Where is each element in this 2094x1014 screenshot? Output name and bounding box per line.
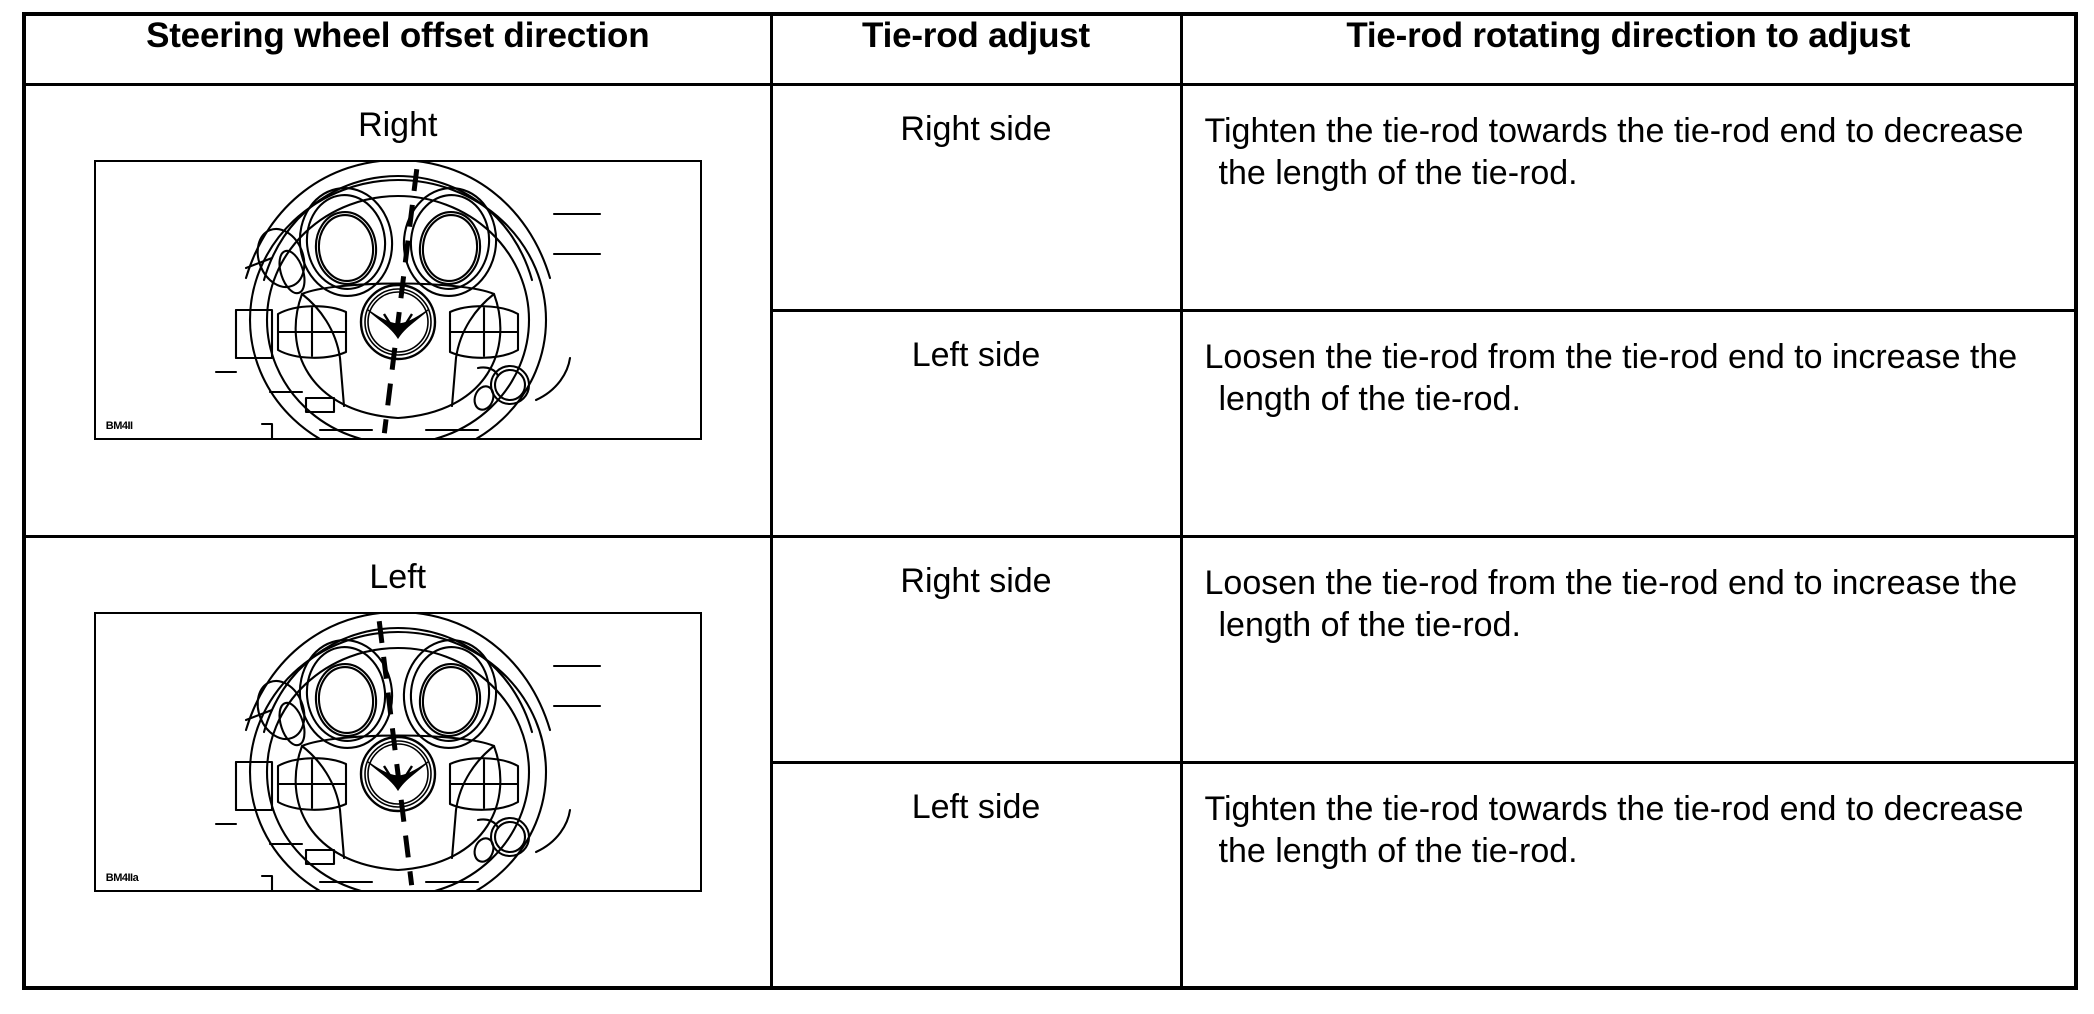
column-header-tie-rod-rotating-direction: Tie-rod rotating direction to adjust <box>1179 12 2078 86</box>
table-header-row: Steering wheel offset direction Tie-rod … <box>22 12 2078 86</box>
instruction-text: Loosen the tie-rod from the tie-rod end … <box>1204 337 2018 419</box>
table-body: Right <box>22 82 2078 990</box>
cell-tie-rod-adjust-left-group-left-side: Left side <box>769 760 1183 990</box>
mazda-emblem-icon <box>359 735 436 812</box>
tie-rod-adjust-label: Left side <box>911 787 1041 826</box>
table-row: Right <box>22 82 2078 538</box>
tie-rod-adjust-label: Left side <box>911 335 1041 374</box>
cell-instruction-right-group-left-side: Loosen the tie-rod from the tie-rod end … <box>1179 308 2078 538</box>
illustration-code-label: BM4IIa <box>105 871 139 884</box>
instruction-text: Tighten the tie-rod towards the tie-rod … <box>1204 111 2024 193</box>
table-row: Left <box>22 534 2078 990</box>
steering-wheel-illustration-left: BM4IIa <box>93 611 702 892</box>
table-row: Left side Loosen the tie-rod from the ti… <box>24 308 2078 538</box>
cell-direction-left: Left <box>22 534 773 990</box>
cell-tie-rod-adjust-left-group-right-side: Right side <box>769 534 1183 764</box>
direction-label-right: Right <box>358 105 438 144</box>
centerline-dashed-right <box>381 168 419 433</box>
column-header-steering-wheel-offset-direction: Steering wheel offset direction <box>22 12 773 86</box>
cell-tie-rod-adjust-right-group-left-side: Left side <box>769 308 1183 538</box>
centerline-dashed-left <box>376 620 414 885</box>
illustration-code-label: BM4II <box>105 419 133 432</box>
instruction-text: Loosen the tie-rod from the tie-rod end … <box>1204 563 2018 645</box>
instruction-text: Tighten the tie-rod towards the tie-rod … <box>1204 789 2024 871</box>
column-header-tie-rod-adjust: Tie-rod adjust <box>769 12 1183 86</box>
table-row: Left side Tighten the tie-rod towards th… <box>24 760 2078 990</box>
direction-label-left: Left <box>369 557 427 596</box>
tie-rod-adjustment-table: Steering wheel offset direction Tie-rod … <box>22 12 2078 990</box>
cell-direction-right: Right <box>22 82 773 538</box>
steering-wheel-drawing-left <box>214 613 601 890</box>
cell-tie-rod-adjust-right-group-right-side: Right side <box>769 82 1183 312</box>
tie-rod-adjust-label: Right side <box>900 109 1052 148</box>
tie-rod-adjust-label: Right side <box>900 561 1052 600</box>
steering-wheel-illustration-right: BM4II <box>93 159 702 440</box>
steering-wheel-drawing-right <box>214 161 601 438</box>
cell-instruction-left-group-right-side: Loosen the tie-rod from the tie-rod end … <box>1179 534 2078 764</box>
table-head: Steering wheel offset direction Tie-rod … <box>22 12 2078 86</box>
cell-instruction-right-group-right-side: Tighten the tie-rod towards the tie-rod … <box>1179 82 2078 312</box>
cell-instruction-left-group-left-side: Tighten the tie-rod towards the tie-rod … <box>1179 760 2078 990</box>
